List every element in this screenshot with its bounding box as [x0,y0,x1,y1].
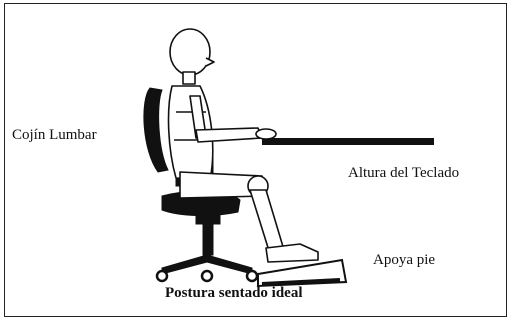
label-keyboard-height: Altura del Teclado [348,165,459,182]
shin [250,190,284,254]
seated-figure [169,29,318,262]
label-footrest: Apoya pie [373,252,435,269]
label-lumbar-cushion: Cojín Lumbar [12,127,97,144]
forearm [196,128,262,142]
figure-caption: Postura sentado ideal [165,285,303,302]
head [170,29,210,75]
keyboard-desk [262,138,434,145]
foot [266,244,318,262]
